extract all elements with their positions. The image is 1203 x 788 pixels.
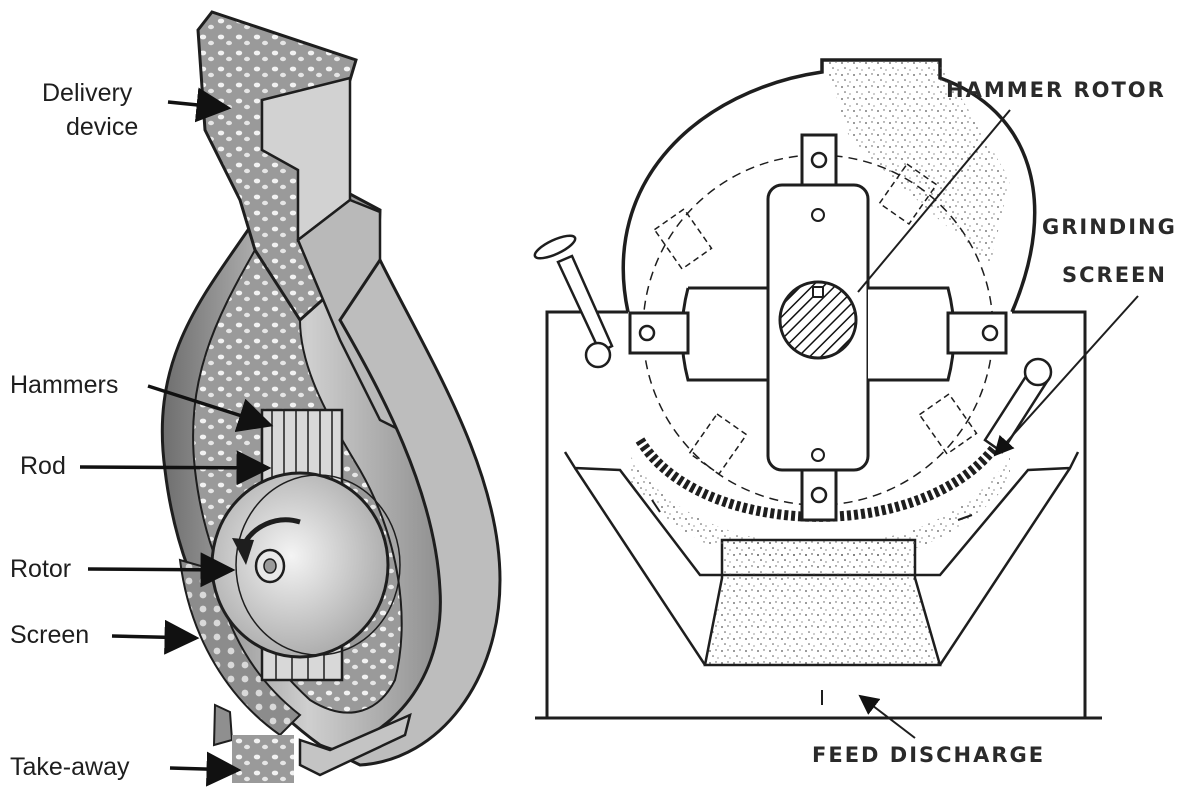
leader-screen [111,619,200,655]
label-screen: Screen [10,621,89,649]
right-hammer-mill-cross-section [533,58,1102,720]
rotor-housing [621,58,1037,313]
label-delivery-line2: device [66,113,138,141]
rotation-arrow-head [232,538,254,565]
hammer-top-pin [810,151,828,169]
rotor-disc-rim [235,474,401,656]
rotor-shaft-section [778,280,858,360]
screen-adjust-handle-left [533,234,614,369]
flow-arrow-left [651,499,661,513]
arm-pin-upper [811,208,825,222]
hammer-bottom [800,468,838,522]
label-grinding-screen: SCREEN [1062,263,1167,287]
hopper-left-wall [573,467,707,666]
support-leg [212,703,234,747]
screen-fines [630,455,1010,567]
hammer-right-pin [981,324,999,342]
hopper-right-wall [938,467,1072,666]
grinding-screen [635,437,1005,522]
label-delivery-line1: Delivery [42,79,133,107]
label-rod: Rod [20,452,66,480]
leader-hammer-rotor [857,109,1011,293]
leader-takeaway [169,751,242,787]
leader-grinding-screen [993,295,1139,457]
label-feed-discharge: FEED DISCHARGE [812,743,1045,767]
leader-rod [79,450,272,486]
leader-delivery [167,87,232,123]
rotor-disc [210,471,390,659]
mill-front-band [325,257,502,767]
label-hammer-rotor: HAMMER ROTOR [946,78,1166,102]
screen-adjust-handle-right [983,357,1053,454]
hammer-left-pin [638,324,656,342]
label-rotor: Rotor [10,555,71,583]
arm-pin-lower [811,448,825,462]
rotor-shaft-core [263,558,277,574]
take-away-outlet [298,712,412,777]
label-takeaway: Take-away [10,753,130,781]
incoming-feed [825,62,1010,265]
mill-frame [545,310,1087,718]
leader-rotor [87,552,236,588]
label-grinding: GRINDING [1042,215,1177,239]
hammer-top [800,133,838,187]
leader-hammers [147,384,274,433]
shaft-key [812,286,824,298]
hammer-left [628,311,690,355]
left-hammer-mill-illustration: Delivery device Hammers Rod Rotor Screen… [10,10,502,787]
label-hammers: Hammers [10,371,118,399]
hammer-bottom-pin [810,486,828,504]
leader-feed-discharge [858,694,916,739]
flow-arrow-right [957,514,973,521]
right-labels: HAMMER ROTOR GRINDING SCREEN FEED DISCHA… [812,78,1177,767]
discharged-particles [232,735,294,783]
